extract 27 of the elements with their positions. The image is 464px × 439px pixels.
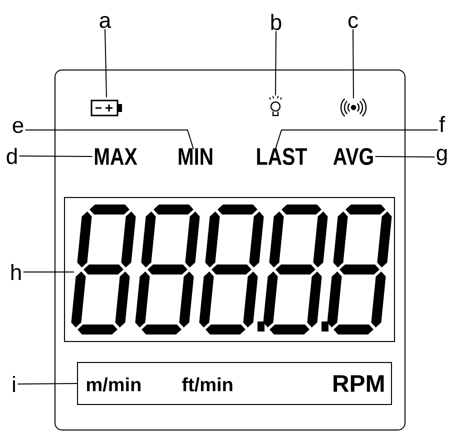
unit-bar: m/min ft/min RPM bbox=[77, 362, 392, 405]
battery-icon bbox=[90, 100, 122, 116]
mode-label: AVG bbox=[333, 148, 373, 165]
callout-letter: g bbox=[436, 148, 447, 166]
callout-letter: d bbox=[6, 148, 17, 164]
leader-line bbox=[374, 156, 436, 158]
leader-line bbox=[275, 130, 438, 150]
callout-letter: e bbox=[12, 120, 24, 134]
mode-label: MAX bbox=[94, 148, 138, 165]
leader-line bbox=[352, 28, 354, 99]
seven-segment-display bbox=[64, 197, 395, 342]
bulb-icon bbox=[269, 96, 282, 116]
callout-letter: i bbox=[13, 376, 15, 392]
mode-label: LAST bbox=[257, 148, 307, 165]
leader-line bbox=[18, 156, 93, 157]
callout-letter: h bbox=[11, 264, 21, 280]
callout-letter: a bbox=[100, 16, 112, 28]
leader-line bbox=[24, 130, 194, 150]
leader-line bbox=[104, 28, 107, 98]
signal-icon bbox=[340, 98, 367, 117]
lcd-frame bbox=[54, 70, 406, 430]
callout-letter: f bbox=[439, 116, 446, 132]
callout-letter: b bbox=[271, 14, 282, 30]
mode-label: MIN bbox=[178, 148, 212, 165]
leader-line bbox=[275, 30, 276, 96]
callout-letter: c bbox=[348, 16, 358, 28]
leader-line bbox=[17, 383, 78, 384]
